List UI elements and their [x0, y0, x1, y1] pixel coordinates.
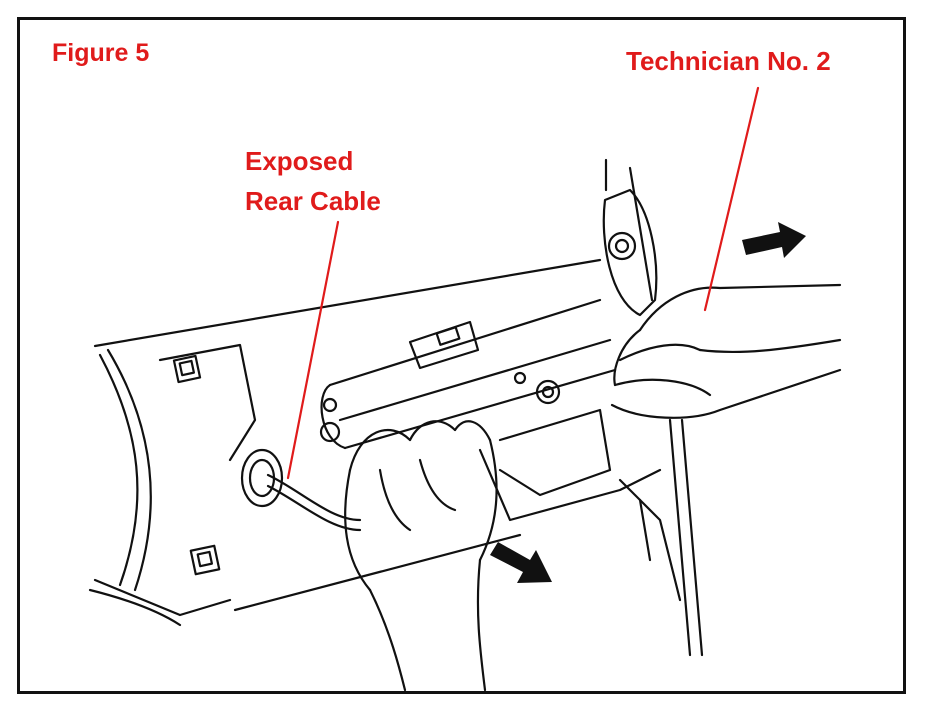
door-panel — [88, 258, 682, 627]
cable-callout-line1: Exposed — [245, 146, 354, 176]
left-hand — [344, 420, 498, 692]
cable-callout-line2: Rear Cable — [245, 186, 381, 216]
cable-callout: Exposed Rear Cable — [245, 141, 381, 221]
mounting-holes — [172, 354, 221, 576]
arrow-right-icon — [742, 222, 806, 258]
bracket — [602, 158, 658, 317]
rear-cable — [240, 448, 362, 532]
right-hand — [610, 283, 842, 419]
regulator-rail — [319, 298, 617, 450]
figure-title: Figure 5 — [52, 39, 150, 67]
callout-leaders — [286, 86, 760, 480]
arrow-down-right-icon — [490, 542, 552, 583]
technician-callout: Technician No. 2 — [626, 46, 831, 76]
right-edge-lines — [668, 418, 704, 657]
